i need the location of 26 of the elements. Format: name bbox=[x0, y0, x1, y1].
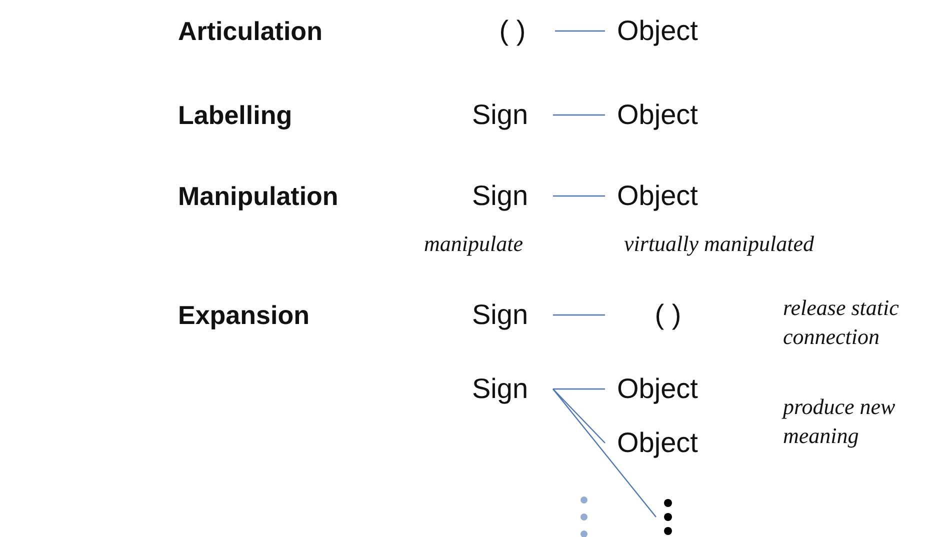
connector-line bbox=[553, 314, 605, 316]
connector-line bbox=[555, 30, 605, 32]
node-text: ( ) bbox=[499, 17, 526, 45]
connector-line bbox=[553, 114, 605, 116]
connector-line bbox=[553, 195, 605, 197]
connector-line bbox=[552, 388, 656, 518]
node-text: Object bbox=[617, 429, 698, 457]
node-text: Sign bbox=[472, 101, 528, 129]
node-text: ( ) bbox=[654, 301, 682, 329]
node-text: Sign bbox=[472, 182, 528, 210]
connector-line bbox=[553, 388, 605, 390]
row-heading: Articulation bbox=[178, 18, 322, 44]
node-text: Sign bbox=[472, 375, 528, 403]
annotation-text: produce new meaning bbox=[783, 393, 896, 450]
annotation-text: manipulate bbox=[424, 230, 524, 258]
node-text: Object bbox=[617, 101, 698, 129]
node-text: Object bbox=[617, 375, 698, 403]
row-heading: Expansion bbox=[178, 302, 310, 328]
annotation-text: release static connection bbox=[783, 294, 900, 351]
node-text: Object bbox=[617, 182, 698, 210]
node-text: Object bbox=[617, 17, 698, 45]
row-heading: Manipulation bbox=[178, 183, 338, 209]
row-heading: Labelling bbox=[178, 102, 292, 128]
connector-line bbox=[552, 388, 606, 444]
node-text: Sign bbox=[472, 301, 528, 329]
annotation-text: virtually manipulated bbox=[624, 230, 816, 258]
